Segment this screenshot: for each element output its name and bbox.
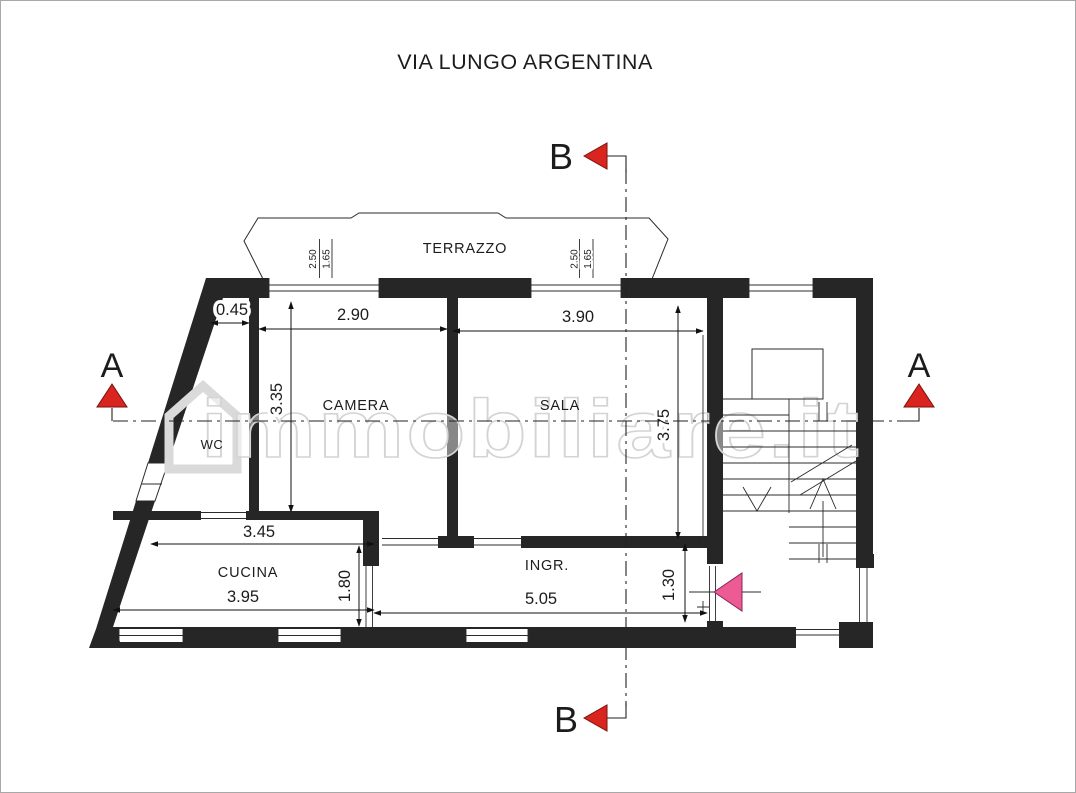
section-letter-b-bottom: B	[554, 699, 578, 740]
dim-camera-depth: 3.35	[268, 383, 286, 415]
terrace-window-dims: 2.50 1.65 2.50 1.65	[306, 247, 596, 271]
window-bottom-ingresso	[465, 629, 529, 642]
entrance-marker	[689, 572, 761, 613]
dim-terrace-window-w-right: 2.50	[570, 249, 581, 269]
dim-cucina-top-width: 3.45	[243, 523, 275, 541]
dim-terrace-window-h-right: 1.65	[583, 249, 594, 269]
section-marker-b-top: B	[549, 136, 608, 177]
opening-right-lower	[859, 568, 868, 622]
opening-cucina-door	[365, 566, 373, 627]
stairwell	[723, 348, 862, 563]
dimension-lines	[112, 301, 708, 627]
section-letter-a-right: A	[908, 347, 931, 385]
entrance-arrow-icon	[713, 572, 743, 612]
section-arrow-a-left-icon	[96, 383, 128, 408]
opening-sala-doors	[382, 538, 521, 546]
stairs-flight-down	[723, 398, 789, 512]
room-label-terrazzo: TERRAZZO	[423, 241, 508, 257]
terrace-outline	[243, 212, 669, 280]
watermark-text: immobiliare.it	[201, 384, 861, 475]
section-arrow-b-top-icon	[582, 142, 608, 170]
section-letter-b-top: B	[549, 136, 573, 177]
stairs-down-arrow-icon	[742, 486, 772, 512]
opening-entrance-door	[709, 566, 716, 622]
room-label-ingresso: INGR.	[525, 558, 569, 574]
section-line-a	[111, 408, 920, 422]
dim-sala-depth: 3.75	[655, 409, 673, 441]
opening-wc-door	[201, 512, 246, 519]
section-arrow-b-bottom-icon	[582, 704, 608, 732]
section-letter-a-left: A	[101, 347, 124, 385]
walls	[89, 278, 874, 648]
window-bottom-cucina-1	[118, 629, 184, 642]
dim-wc-top: 0.45	[216, 301, 248, 319]
dim-cucina-bottom-width: 3.95	[227, 588, 259, 606]
section-line-b	[607, 155, 627, 719]
stairs-up-arrow-icon	[809, 477, 837, 557]
section-marker-a-right: A	[903, 347, 935, 408]
window-top-sala	[530, 278, 622, 298]
dim-terrace-window-h-left: 1.65	[322, 249, 333, 269]
window-diagonal-wc	[135, 462, 169, 502]
room-label-camera: CAMERA	[323, 398, 390, 414]
room-label-wc: WC	[201, 437, 224, 452]
section-marker-a-left: A	[96, 347, 128, 408]
section-marker-b-bottom: B	[554, 699, 608, 740]
dim-terrace-window-w-left: 2.50	[308, 249, 319, 269]
dim-ingresso-width: 5.05	[525, 590, 557, 608]
opening-bottom-landing	[796, 629, 839, 636]
window-top-camera	[268, 278, 380, 298]
dim-entry-depth: 1.30	[660, 569, 678, 601]
section-arrow-a-right-icon	[903, 383, 935, 408]
window-bottom-cucina-2	[277, 629, 342, 642]
dim-sala-width: 3.90	[562, 308, 594, 326]
room-label-sala: SALA	[540, 398, 580, 414]
page-title: VIA LUNGO ARGENTINA	[397, 50, 653, 74]
dim-camera-width: 2.90	[337, 306, 369, 324]
dim-cucina-depth: 1.80	[336, 570, 354, 602]
room-label-cucina: CUCINA	[218, 565, 278, 581]
window-top-stairs	[748, 278, 814, 298]
stairs-break-line	[790, 444, 862, 496]
watermark-house-icon	[164, 379, 242, 474]
